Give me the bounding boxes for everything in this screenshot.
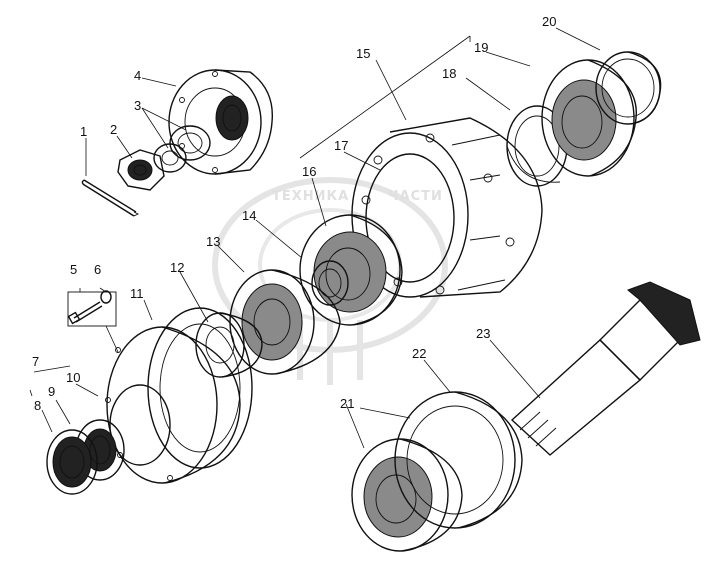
part-10-bearing-cover [105, 326, 241, 484]
watermark-logo: ТЕХНИКА ЧАСТИ [212, 177, 448, 385]
callout-14: 14 [242, 208, 256, 223]
callout-22: 22 [412, 346, 426, 361]
callout-6: 6 [94, 262, 101, 277]
callout-4: 4 [134, 68, 141, 83]
part-20-seal-ring [595, 51, 662, 125]
callout-15: 15 [356, 46, 370, 61]
callout-13: 13 [206, 234, 220, 249]
part-11-gasket [147, 307, 253, 469]
callout-7: 7 [32, 354, 39, 369]
part-8-seal [46, 429, 98, 495]
watermark-text-left: ТЕХНИКА [272, 189, 349, 204]
part-23-drive-pinion [510, 281, 701, 456]
part-5-bolt [67, 291, 117, 327]
part-2-castle-nut [117, 149, 165, 191]
callout-labels: 1 2 3 4 5 6 7 8 9 10 11 12 13 14 15 16 1… [32, 14, 556, 413]
callout-16: 16 [302, 164, 316, 179]
callout-17: 17 [334, 138, 348, 153]
part-19-bearing [541, 59, 637, 177]
part-14-ring [311, 260, 349, 306]
callout-8: 8 [34, 398, 41, 413]
part-18-spacer-ring [506, 105, 568, 187]
part-6-washer [100, 290, 112, 304]
callout-10: 10 [66, 370, 80, 385]
callout-9: 9 [48, 384, 55, 399]
callout-1: 1 [80, 124, 87, 139]
callout-20: 20 [542, 14, 556, 29]
part-22-bearing-cup [394, 391, 523, 529]
part-21-tapered-bearing [351, 438, 463, 552]
callout-2: 2 [110, 122, 117, 137]
watermark-text-right: ЧАСТИ [388, 189, 443, 204]
callout-23: 23 [476, 326, 490, 341]
callout-12: 12 [170, 260, 184, 275]
part-4-drive-flange [168, 69, 274, 175]
callout-21: 21 [340, 396, 354, 411]
callout-3: 3 [134, 98, 141, 113]
callout-11: 11 [130, 286, 144, 301]
part-13-bearing [229, 269, 341, 375]
callout-19: 19 [474, 40, 488, 55]
part-3-washers [153, 125, 211, 173]
part-1-cotter-pin [81, 179, 140, 217]
callout-5: 5 [70, 262, 77, 277]
leader-lines [29, 27, 601, 449]
callout-18: 18 [442, 66, 456, 81]
part-16-bearing-cone [299, 214, 403, 326]
